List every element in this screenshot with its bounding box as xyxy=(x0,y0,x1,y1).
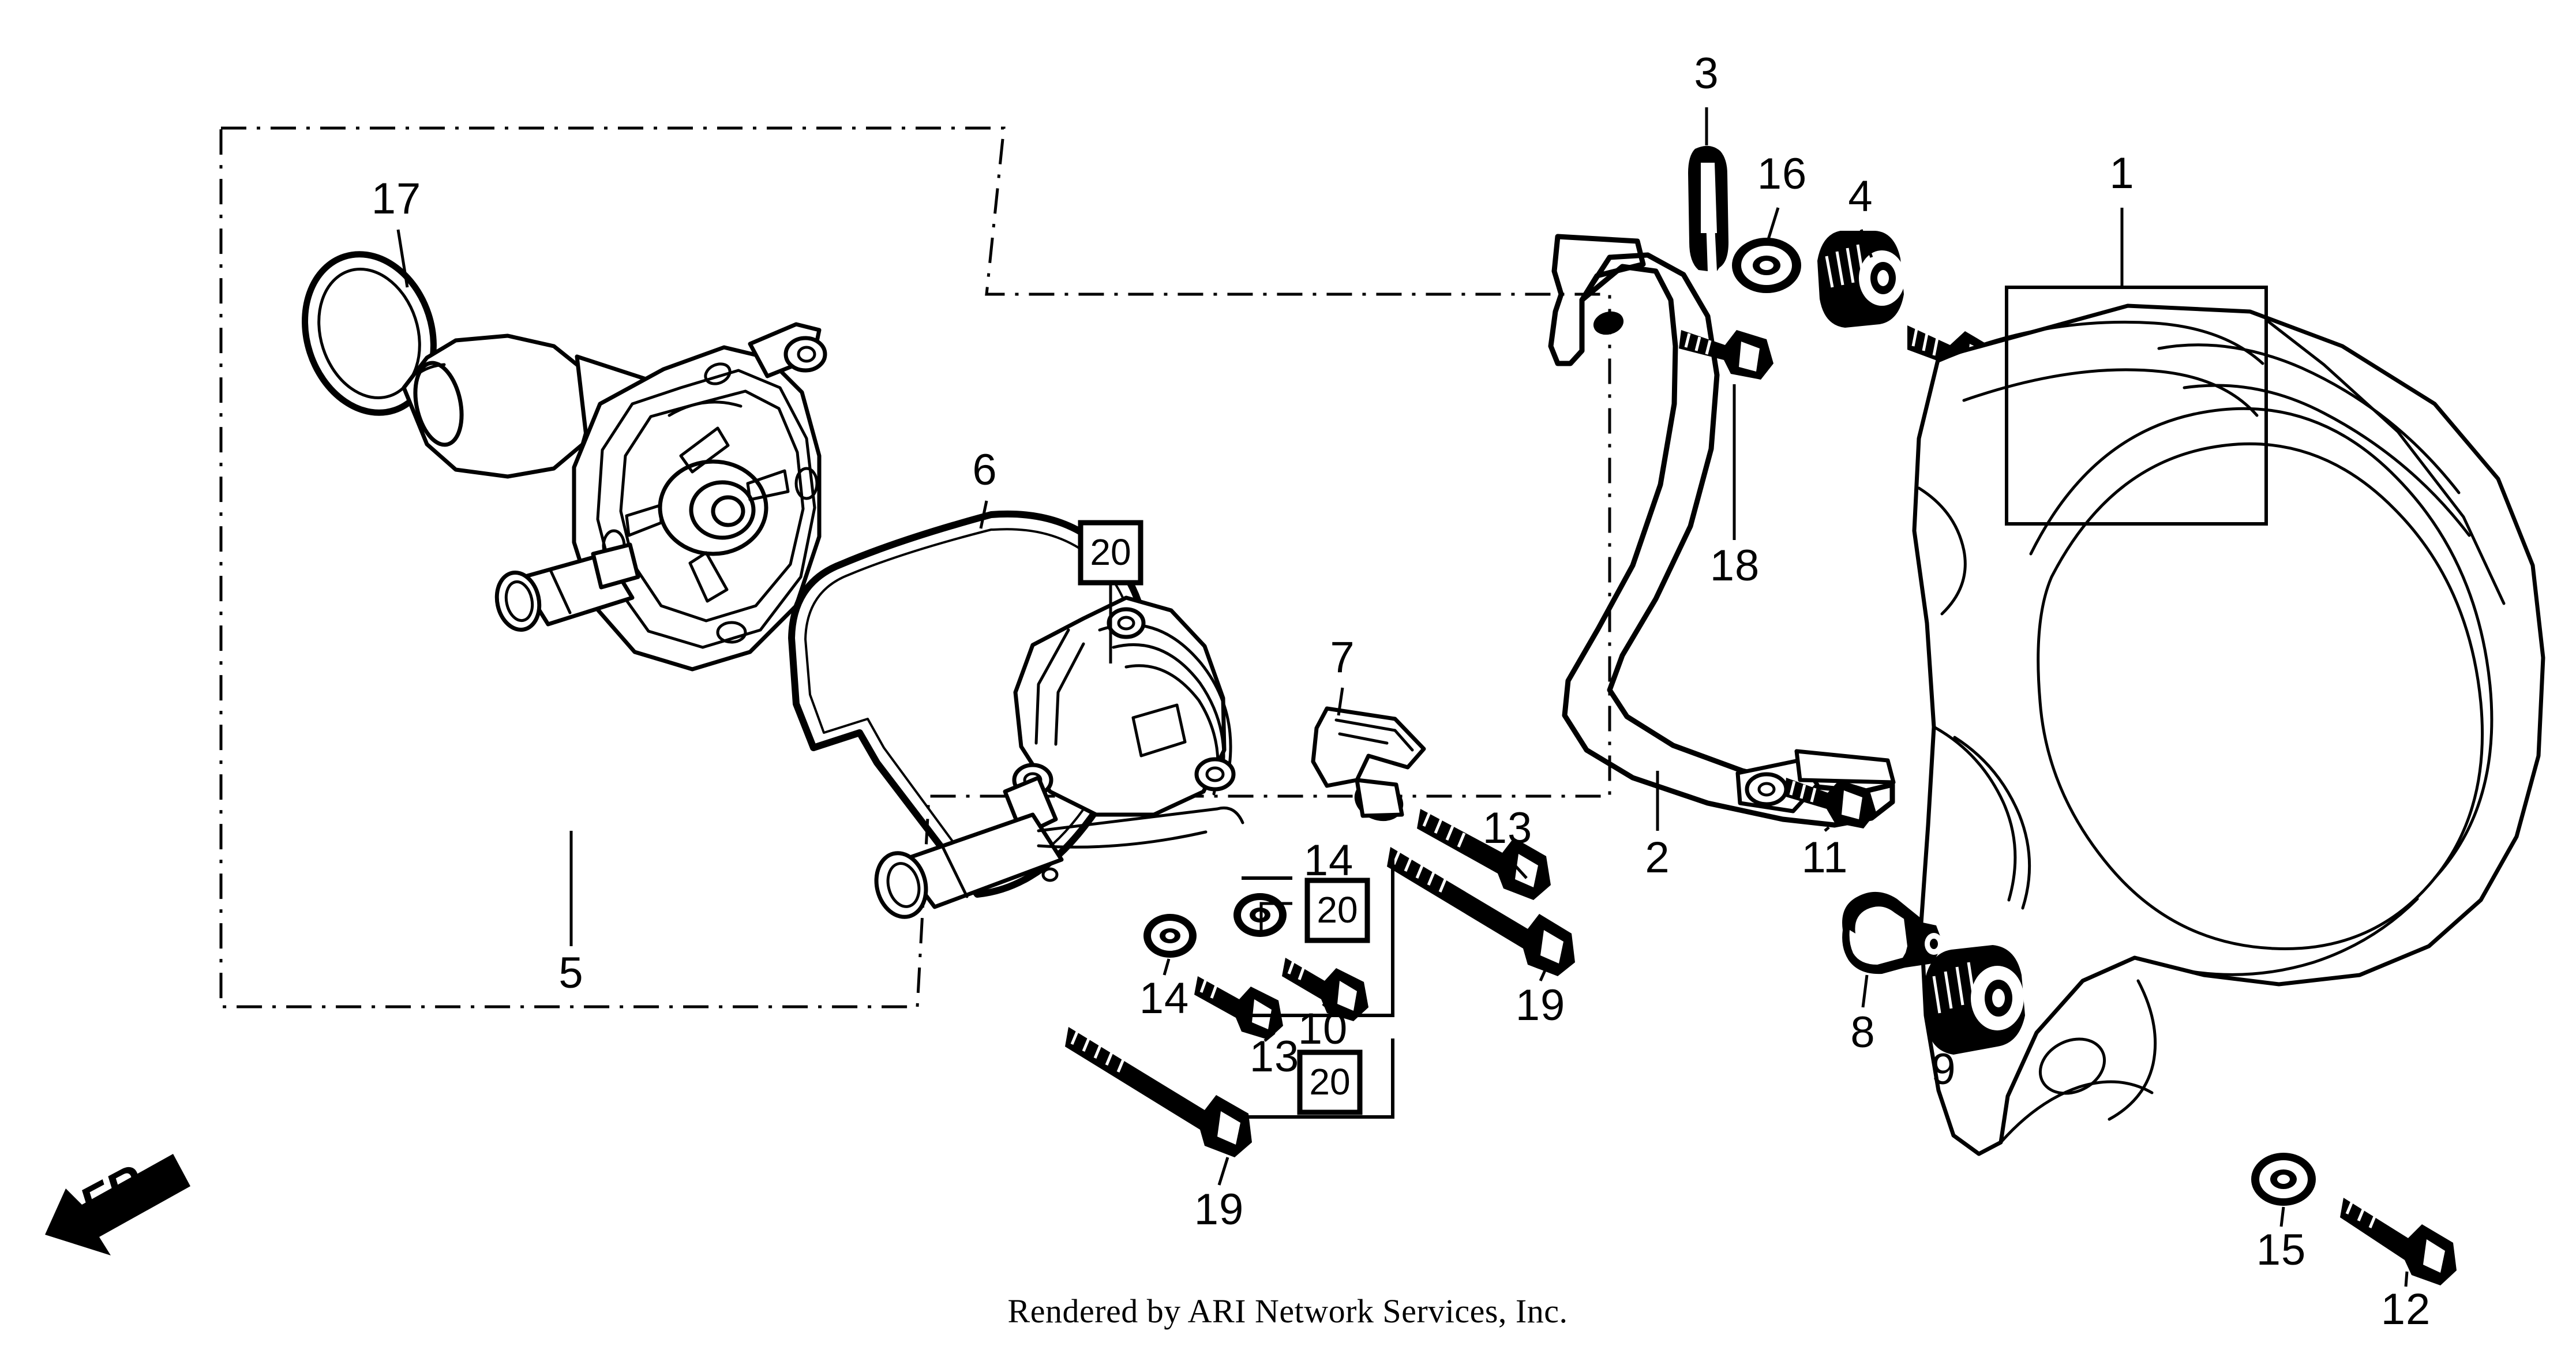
callout-label-9: 9 xyxy=(1931,1045,1956,1094)
callout-label-8: 8 xyxy=(1850,1008,1875,1057)
boxed-20-label-c: 20 xyxy=(1309,1061,1350,1103)
footer-attribution: Rendered by ARI Network Services, Inc. xyxy=(1008,1292,1568,1330)
callout-label-19a: 19 xyxy=(1516,981,1566,1030)
o-ring-part-17 xyxy=(302,251,437,416)
assembly-group-5-boundary xyxy=(219,126,1611,1008)
front-arrow-icon xyxy=(45,1154,190,1255)
boxed-20-label-a: 20 xyxy=(1090,531,1131,573)
callout-label-10: 10 xyxy=(1298,1004,1348,1053)
callout-label-12: 12 xyxy=(2381,1285,2431,1334)
flange-bolt-part-19-lower xyxy=(1065,1027,1252,1157)
callout-label-14: 14 xyxy=(1139,974,1190,1023)
water-pump-cover-body xyxy=(874,595,1244,919)
knurled-bushing-part-9 xyxy=(1925,945,2025,1055)
callout-labels: 1 2 3 4 5 6 7 8 9 10 11 12 13 14 15 16 1… xyxy=(372,49,2431,1334)
callout-label-19b: 19 xyxy=(1194,1185,1244,1234)
callout-label-16: 16 xyxy=(1757,149,1808,198)
rubber-grommet-collar-part-8 xyxy=(1842,891,1943,974)
water-pump-assembly-part-5 xyxy=(402,322,827,672)
callout-label-14b: 14 xyxy=(1304,836,1354,885)
callout-leader-lines xyxy=(396,107,2409,1287)
callout-label-18: 18 xyxy=(1710,541,1760,590)
callout-label-11: 11 xyxy=(1802,833,1848,882)
knurled-grommet-part-4 xyxy=(1817,231,1905,328)
callout-label-4: 4 xyxy=(1848,172,1873,221)
boxed-callout-20-a: 20 xyxy=(1078,520,1143,663)
callout-label-15: 15 xyxy=(2256,1225,2307,1274)
cotter-pin-clip-part-3 xyxy=(1688,145,1728,271)
flat-washer-part-16 xyxy=(1732,238,1801,293)
flange-bolt-part-10 xyxy=(1282,958,1368,1021)
right-crankcase-cover-part-1 xyxy=(1912,303,2545,1156)
callout-label-13b: 13 xyxy=(1250,1032,1300,1081)
callout-label-1: 1 xyxy=(2109,149,2134,198)
sealing-washer-part-14-left xyxy=(1143,914,1197,958)
flange-bolt-part-13-lower xyxy=(1194,976,1283,1040)
callout-label-2: 2 xyxy=(1645,833,1670,882)
boxed-callout-20-c: 20 xyxy=(1297,1049,1363,1115)
callout-label-13: 13 xyxy=(1483,804,1533,853)
boxed-callout-20-b: 20 xyxy=(1304,878,1370,943)
flange-bolt-part-19-upper xyxy=(1387,847,1575,976)
callout-label-6: 6 xyxy=(972,445,997,494)
hose-clamp-bracket-part-7 xyxy=(1311,706,1426,822)
callout-label-7: 7 xyxy=(1330,633,1355,682)
hex-flange-bolt-part-11 xyxy=(1784,778,1876,828)
callout-label-3: 3 xyxy=(1694,49,1719,98)
washer-part-15 xyxy=(2251,1153,2316,1206)
boxed-20-label-b: 20 xyxy=(1317,889,1358,931)
flange-bolt-part-13 xyxy=(1417,809,1551,900)
hex-flange-bolt-part-18 xyxy=(1679,330,1773,380)
callout-label-5: 5 xyxy=(558,948,583,998)
callout-label-17: 17 xyxy=(372,174,422,223)
flange-bolt-part-12 xyxy=(2340,1198,2457,1285)
